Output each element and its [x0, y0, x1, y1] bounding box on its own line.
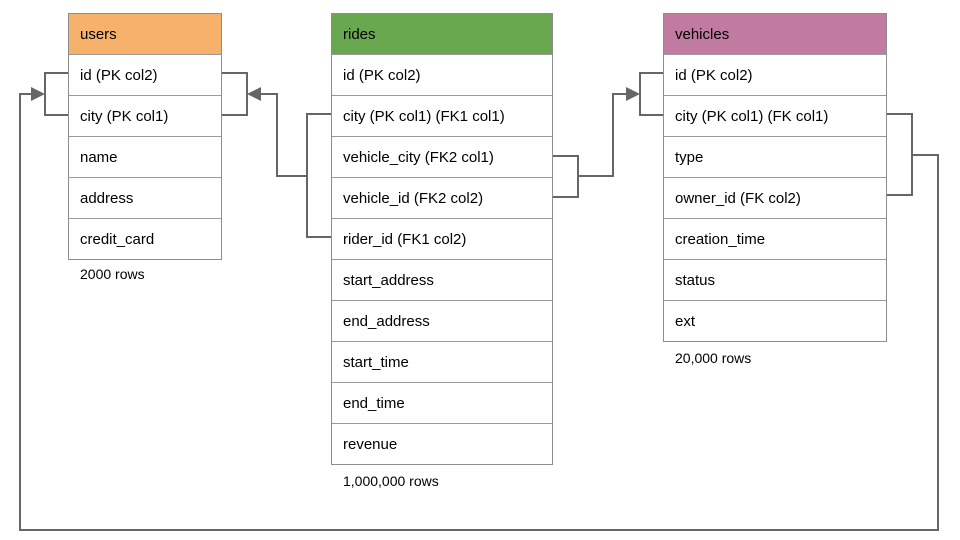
table-row: start_time: [332, 341, 552, 382]
arrow-into-users-right: [247, 87, 261, 101]
table-row: owner_id (FK col2): [664, 177, 886, 218]
users-table[interactable]: users id (PK col2) city (PK col1) name a…: [68, 13, 222, 260]
rides-right-bracket: [553, 155, 579, 198]
rides-table-header: rides: [332, 14, 552, 54]
table-row: vehicle_city (FK2 col1): [332, 136, 552, 177]
table-row: type: [664, 136, 886, 177]
table-row: ext: [664, 300, 886, 341]
users-left-bracket: [44, 72, 68, 116]
table-row: status: [664, 259, 886, 300]
table-row: name: [69, 136, 221, 177]
table-row: city (PK col1): [69, 95, 221, 136]
table-row: city (PK col1) (FK1 col1): [332, 95, 552, 136]
rides-row-count: 1,000,000 rows: [343, 473, 439, 489]
table-row: vehicle_id (FK2 col2): [332, 177, 552, 218]
table-row: credit_card: [69, 218, 221, 259]
arrow-into-vehicles-left: [626, 87, 640, 101]
table-row: rider_id (FK1 col2): [332, 218, 552, 259]
vehicles-left-bracket: [639, 72, 663, 116]
rides-table[interactable]: rides id (PK col2) city (PK col1) (FK1 c…: [331, 13, 553, 465]
table-row: creation_time: [664, 218, 886, 259]
table-row: id (PK col2): [69, 54, 221, 95]
vehicles-table[interactable]: vehicles id (PK col2) city (PK col1) (FK…: [663, 13, 887, 342]
rides-vehicles-link: [578, 93, 628, 177]
table-row: revenue: [332, 423, 552, 464]
table-row: start_address: [332, 259, 552, 300]
table-row: end_time: [332, 382, 552, 423]
table-row: id (PK col2): [664, 54, 886, 95]
rides-users-link: [259, 93, 307, 177]
relationship-rides-vehicles: [553, 72, 663, 198]
table-row: end_address: [332, 300, 552, 341]
vehicles-table-header: vehicles: [664, 14, 886, 54]
users-row-count: 2000 rows: [80, 266, 145, 282]
vehicles-right-bracket: [887, 113, 913, 196]
users-table-header: users: [69, 14, 221, 54]
vehicles-row-count: 20,000 rows: [675, 350, 752, 366]
table-row: id (PK col2): [332, 54, 552, 95]
users-right-bracket: [222, 72, 248, 116]
relationship-rides-users: [222, 72, 331, 238]
rides-left-bracket: [306, 113, 331, 238]
table-row: address: [69, 177, 221, 218]
arrow-into-users-left: [31, 87, 45, 101]
table-row: city (PK col1) (FK col1): [664, 95, 886, 136]
